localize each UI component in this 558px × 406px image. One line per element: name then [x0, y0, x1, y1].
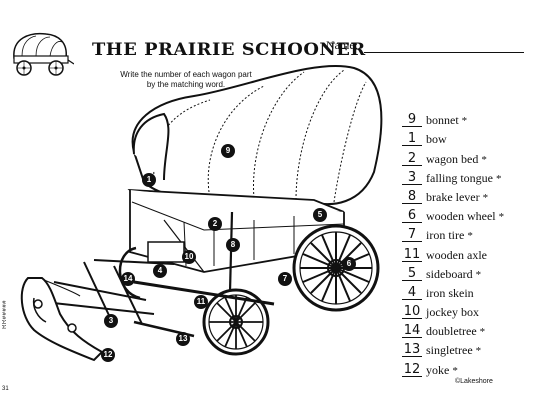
part-label-5: 5: [313, 208, 327, 222]
page-number: 31: [2, 386, 9, 392]
part-label-2: 2: [208, 217, 222, 231]
part-label-11: 11: [194, 295, 208, 309]
star-mark: *: [481, 153, 487, 166]
answer-row: 2 wagon bed*: [402, 146, 552, 166]
star-mark: *: [475, 268, 482, 281]
answer-row: 8 brake lever*: [402, 185, 552, 204]
answer-row: 1 bow: [402, 127, 552, 147]
star-mark: *: [498, 211, 505, 224]
small-wagon-icon: [13, 32, 74, 76]
part-name: bow: [426, 132, 447, 147]
instructions: Write the number of each wagon part by t…: [106, 70, 266, 90]
answer-row: 5 sideboard*: [402, 262, 552, 281]
part-name: jockey box: [426, 305, 479, 320]
answer-number[interactable]: 4: [402, 286, 422, 300]
part-name: iron tire: [426, 228, 465, 243]
instructions-line-1: Write the number of each wagon part: [120, 70, 252, 79]
answer-number[interactable]: 10: [402, 304, 422, 320]
part-label-9: 9: [221, 144, 235, 158]
part-label-1: 1: [142, 173, 156, 187]
yoke: [20, 277, 104, 362]
answer-row: 4 iron skein: [402, 281, 552, 300]
answer-number[interactable]: 6: [402, 209, 422, 224]
answer-number[interactable]: 1: [402, 132, 422, 147]
answer-number[interactable]: 3: [402, 171, 422, 185]
part-label-8: 8: [226, 238, 240, 252]
wagon-illustration: [20, 64, 383, 362]
part-label-14: 14: [121, 272, 135, 286]
instructions-line-2: by the matching word.: [146, 80, 226, 89]
answer-row: 6 wooden wheel*: [402, 204, 552, 224]
name-label: Name:: [326, 38, 358, 52]
part-name: wooden axle: [426, 247, 487, 262]
answer-number[interactable]: 13: [402, 342, 422, 358]
answer-row: 12 yoke*: [402, 357, 552, 377]
part-label-12: 12: [101, 348, 115, 362]
star-mark: *: [482, 191, 489, 204]
star-mark: *: [479, 326, 486, 339]
part-label-10: 10: [182, 250, 196, 264]
answer-number[interactable]: 7: [402, 228, 422, 243]
part-label-3: 3: [104, 314, 118, 328]
part-name: falling tongue: [426, 170, 493, 185]
name-input-line[interactable]: [364, 40, 524, 53]
answer-row: 9 bonnet*: [402, 108, 552, 128]
answer-row: 14 doubletree*: [402, 319, 552, 339]
part-name: wagon bed: [426, 151, 479, 166]
part-name: singletree: [426, 343, 473, 358]
star-mark: *: [452, 364, 458, 377]
part-name: wooden wheel: [426, 209, 496, 224]
answer-number[interactable]: 8: [402, 190, 422, 204]
name-field[interactable]: Name:: [326, 38, 524, 53]
part-name: sideboard: [426, 266, 473, 281]
star-mark: *: [461, 115, 468, 128]
answer-row: 7 iron tire*: [402, 223, 552, 243]
answer-number[interactable]: 11: [402, 246, 422, 262]
part-name: doubletree: [426, 324, 477, 339]
answer-number[interactable]: 2: [402, 152, 422, 166]
side-code: RR#####: [2, 300, 8, 329]
wagon-bonnet: [131, 64, 383, 206]
answer-row: 10 jockey box: [402, 300, 552, 320]
part-name: bonnet: [426, 113, 459, 128]
front-wheel: [202, 288, 270, 356]
answer-number[interactable]: 9: [402, 113, 422, 128]
part-name: brake lever: [426, 189, 480, 204]
part-name: iron skein: [426, 285, 474, 300]
answer-number[interactable]: 14: [402, 323, 422, 339]
page-title: THE PRAIRIE SCHOONER: [92, 40, 366, 60]
star-mark: *: [475, 345, 482, 358]
answer-row: 3 falling tongue*: [402, 166, 552, 185]
part-name: yoke: [426, 362, 450, 377]
part-label-6: 6: [342, 257, 356, 271]
star-mark: *: [495, 172, 502, 185]
part-label-7: 7: [278, 272, 292, 286]
answer-row: 11 wooden axle: [402, 242, 552, 262]
part-label-13: 13: [176, 332, 190, 346]
part-label-4: 4: [153, 264, 167, 278]
answer-number[interactable]: 12: [402, 361, 422, 377]
copyright: ©Lakeshore: [455, 378, 493, 385]
answer-number[interactable]: 5: [402, 267, 422, 281]
star-mark: *: [467, 230, 473, 243]
rear-wheel: [292, 224, 380, 312]
answer-row: 13 singletree*: [402, 338, 552, 358]
